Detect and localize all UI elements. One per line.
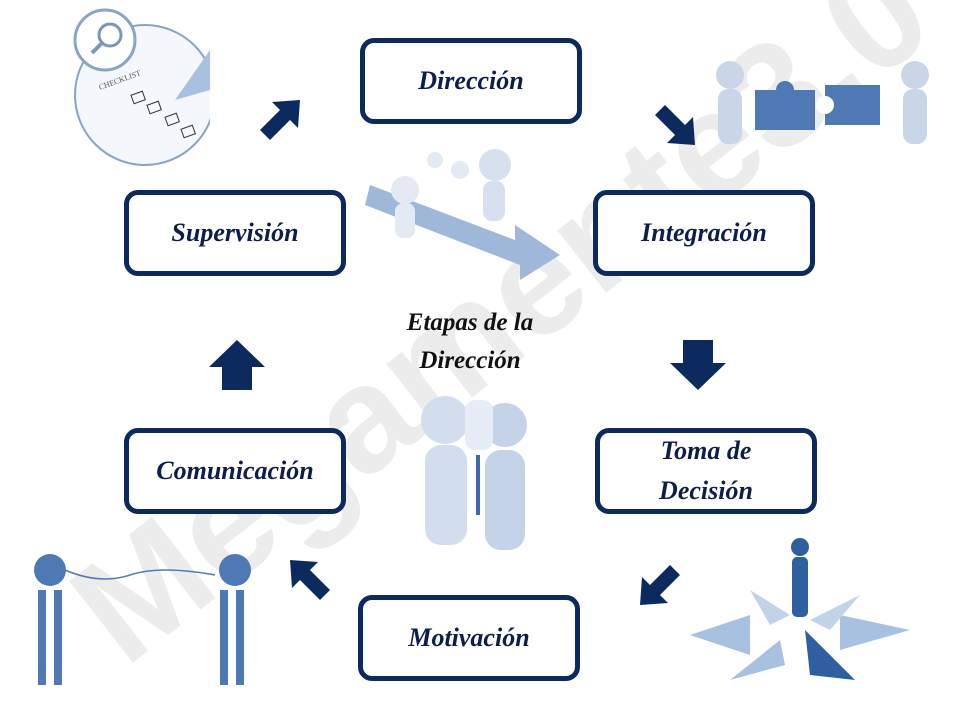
- decision-crossroads-illustration: [690, 538, 910, 680]
- stage-integracion: Integración: [593, 190, 815, 276]
- arrow-integracion-to-decision-icon: [670, 340, 726, 390]
- stage-motivacion: Motivación: [358, 595, 580, 681]
- stage-label: Dirección: [418, 66, 524, 95]
- stage-label-line2: Decisión: [659, 476, 753, 505]
- arrow-direccion-to-integracion-icon: [655, 105, 695, 145]
- stage-direccion: Dirección: [360, 38, 582, 124]
- stage-label: Comunicación: [156, 456, 314, 485]
- high-five-illustration: [421, 396, 527, 550]
- stage-comunicacion: Comunicación: [124, 428, 346, 514]
- stage-toma-de-decision: Toma de Decisión: [595, 428, 817, 514]
- arrow-decision-to-motivacion-icon: [640, 565, 680, 605]
- stage-label-line1: Toma de: [660, 436, 752, 465]
- stage-supervision: Supervisión: [124, 190, 346, 276]
- checklist-illustration: CHECKLIST: [73, 8, 210, 166]
- stage-label: Integración: [641, 218, 767, 247]
- arrow-supervision-to-direccion-icon: [260, 100, 300, 140]
- people-arrow-illustration: [365, 149, 560, 280]
- center-title: Etapas de la Dirección: [370, 304, 570, 380]
- center-title-line2: Dirección: [419, 347, 521, 374]
- center-title-line1: Etapas de la: [406, 309, 534, 336]
- stage-label: Supervisión: [171, 218, 299, 247]
- arrow-comunicacion-to-supervision-icon: [209, 340, 265, 390]
- puzzle-illustration: [716, 61, 929, 144]
- arrow-motivacion-to-comunicacion-icon: [290, 560, 330, 600]
- tin-can-phone-illustration: [34, 554, 251, 685]
- stage-label: Motivación: [408, 623, 530, 652]
